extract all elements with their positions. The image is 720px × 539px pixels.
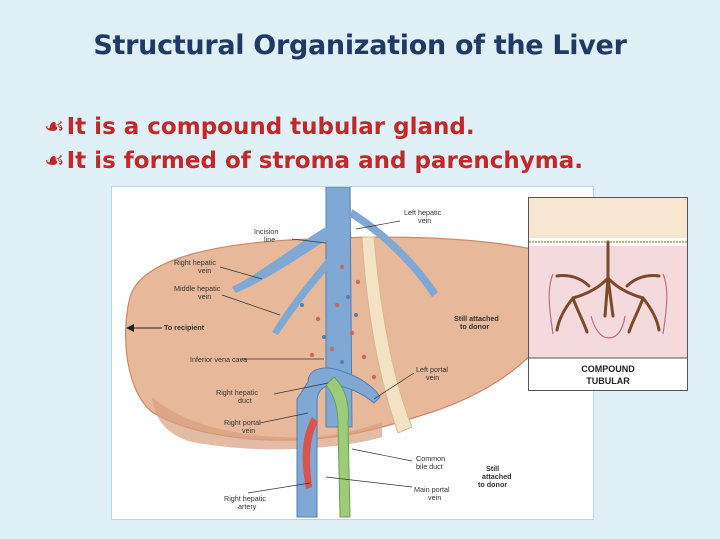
epithelium-layer [529,198,687,238]
bullet-marker-icon: ☙ [44,148,65,174]
hepatic-artery-shape [302,417,318,489]
caption-line-2: TUBULAR [586,376,630,386]
label-to-recipient: To recipient [164,323,205,332]
gland-tubule-walls [548,273,668,339]
bile-duct-shape [325,376,351,518]
tubular-gland-diagram: COMPOUND TUBULAR [529,198,687,390]
bullet-text: It is a compound tubular gland. [66,114,475,140]
bullet-text: It is formed of stroma and parenchyma. [66,148,583,174]
compound-tubular-illustration: COMPOUND TUBULAR [528,197,688,391]
caption-box [529,358,687,390]
label-inferior-vena-cava: Inferior vena cava [190,355,247,364]
gland-ducts [555,240,661,334]
liver-shadow-shape [152,397,382,450]
to-recipient-arrowhead [126,324,134,332]
bullet-list: ☙It is a compound tubular gland. ☙It is … [44,110,583,178]
bullet-item: ☙It is formed of stroma and parenchyma. [44,144,583,178]
slide-title: Structural Organization of the Liver [93,30,627,61]
vessel-dots-blue [300,295,358,364]
middle-hepatic-vein-shape [272,257,332,335]
vessel-dots [309,264,377,380]
bullet-marker-icon: ☙ [44,114,65,140]
vena-cava-shape [325,186,353,428]
left-hepatic-vein-shape [350,209,438,297]
ligament-shape [361,236,413,434]
caption-line-1: COMPOUND [581,364,635,374]
right-hepatic-vein-shape [232,227,328,293]
portal-vein-shape [296,367,381,518]
bullet-item: ☙It is a compound tubular gland. [44,110,583,144]
